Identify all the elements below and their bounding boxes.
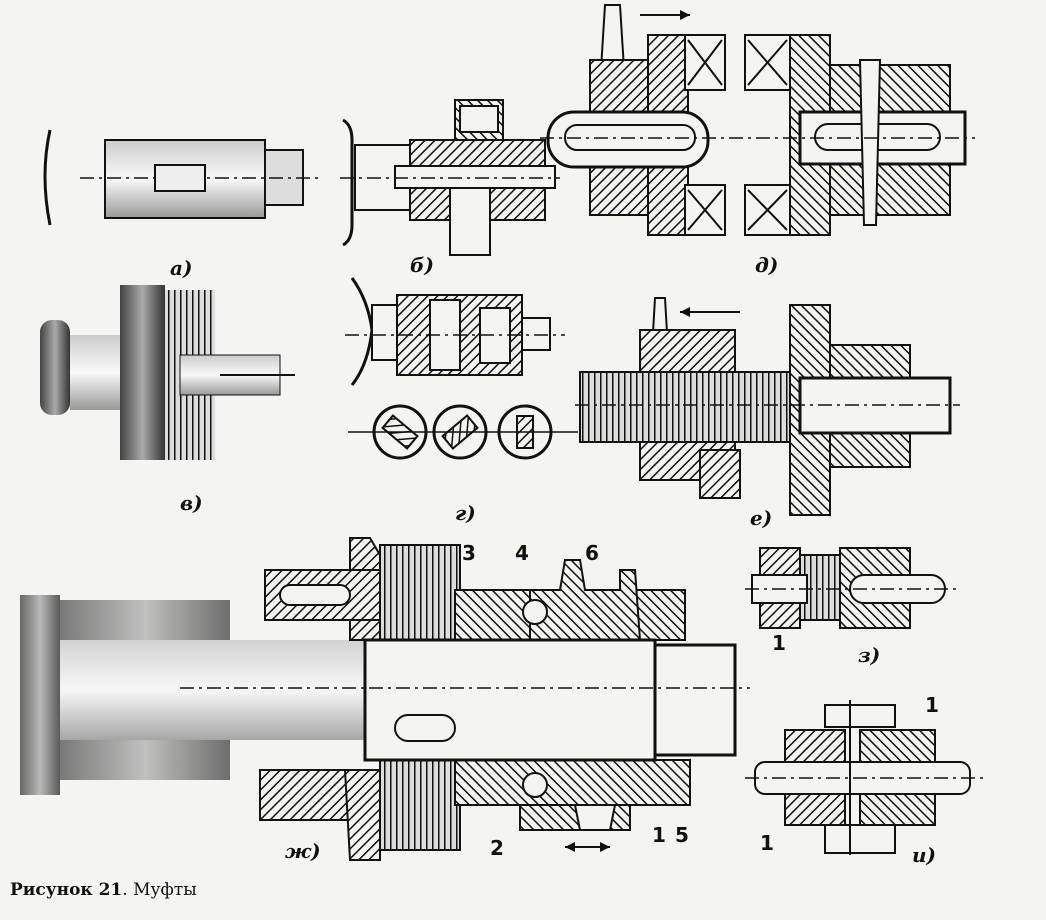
number-6-zh: 6 xyxy=(585,541,599,565)
number-5-zh: 5 xyxy=(675,823,689,847)
coupling-a: а) xyxy=(43,129,320,280)
label-a: а) xyxy=(170,256,192,280)
caption-separator: . xyxy=(122,880,134,900)
coupling-d: д) xyxy=(540,4,975,277)
label-b: б) xyxy=(410,253,434,277)
coupling-zh: ж) 3 4 6 2 1 5 xyxy=(20,537,750,863)
coupling-e: е) xyxy=(575,297,960,530)
coupling-b: б) xyxy=(340,99,560,277)
figure-title: Муфты xyxy=(133,880,197,900)
number-4-zh: 4 xyxy=(515,541,529,565)
number-1-z: 1 xyxy=(772,631,786,655)
number-1-zh: 1 xyxy=(652,823,666,847)
coupling-i: 1 1 и) xyxy=(745,693,985,867)
coupling-figure: а) б) д) xyxy=(20,4,985,867)
number-1-i-bottom: 1 xyxy=(760,831,774,855)
coupling-z: 1 з) xyxy=(745,547,960,667)
label-v: в) xyxy=(180,491,203,515)
number-3-zh: 3 xyxy=(462,541,476,565)
number-2-zh: 2 xyxy=(490,836,504,860)
number-1-i-top: 1 xyxy=(925,693,939,717)
coupling-v: в) xyxy=(40,285,295,515)
label-zh: ж) xyxy=(285,839,321,863)
label-g: г) xyxy=(455,501,476,525)
label-e: е) xyxy=(750,506,772,530)
label-d: д) xyxy=(755,253,778,277)
label-z: з) xyxy=(858,643,880,667)
figure-number: Рисунок 21 xyxy=(10,880,123,900)
coupling-g: г) xyxy=(345,277,578,525)
figure-caption: Рисунок 21. Муфты xyxy=(10,880,197,900)
label-i: и) xyxy=(912,843,936,867)
